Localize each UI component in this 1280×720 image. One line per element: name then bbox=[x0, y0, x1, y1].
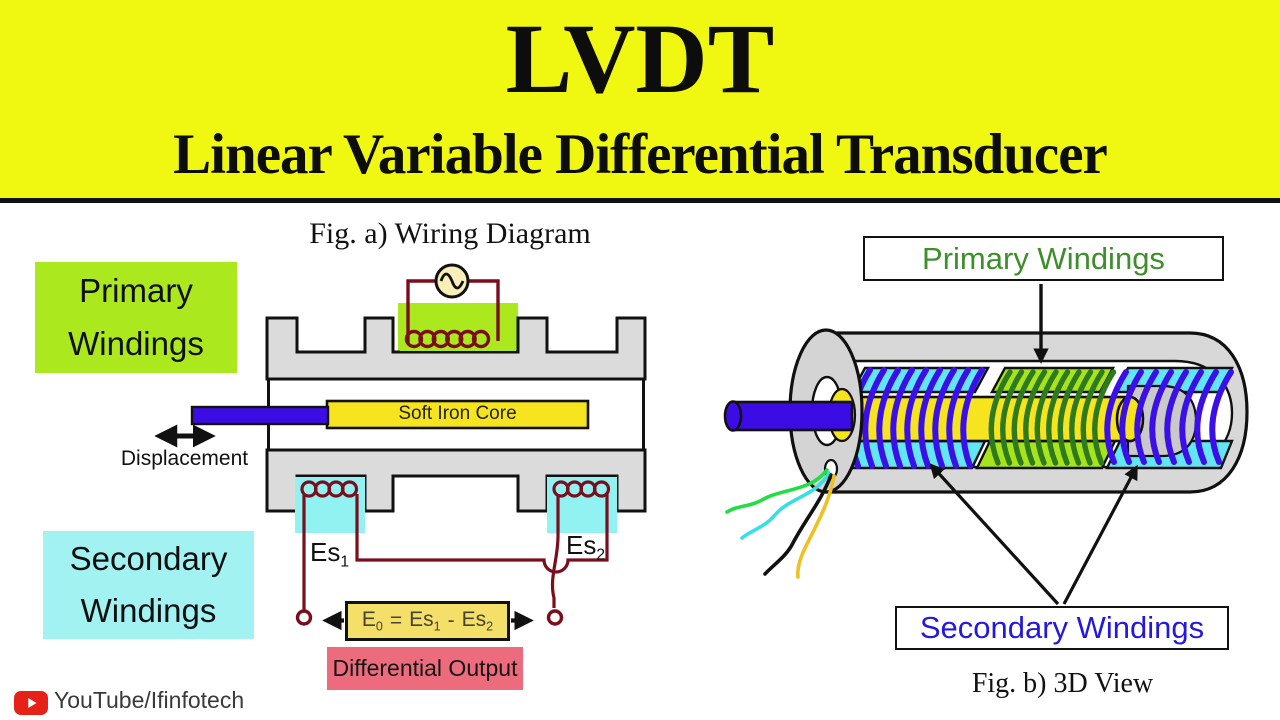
fig-a-caption: Fig. a) Wiring Diagram bbox=[309, 217, 591, 250]
secondary-winding-left-background bbox=[295, 477, 365, 533]
secondary-windings-label-box: Secondary Windings bbox=[43, 531, 254, 639]
title-banner bbox=[0, 0, 1280, 203]
secondary-pointer-arrow-left bbox=[929, 463, 1060, 606]
secondary-windings-callout-box: Secondary Windings bbox=[895, 606, 1229, 650]
output-formula-box: E0 = Es1 - Es2 bbox=[345, 601, 510, 641]
lead-wire-green bbox=[725, 468, 829, 514]
formula-equals: = bbox=[389, 609, 403, 632]
es1-base: Es bbox=[310, 537, 341, 567]
secondary-winding-right-background bbox=[547, 477, 617, 533]
formula-lhs-sub: 0 bbox=[375, 619, 383, 634]
page-title: LVDT bbox=[505, 3, 775, 114]
cylinder-body bbox=[824, 331, 1249, 494]
output-terminal-right bbox=[546, 609, 564, 626]
coil-arcs-secondary-left bbox=[848, 367, 985, 469]
secondary-windings-line2: Windings bbox=[80, 592, 217, 629]
push-rod-3d bbox=[723, 400, 854, 432]
inner-tube bbox=[1126, 384, 1198, 458]
differential-output-label-box: Differential Output bbox=[327, 647, 523, 690]
lead-wire-yellow bbox=[796, 474, 836, 579]
wire-exit-hole bbox=[823, 458, 839, 480]
formula-term1: Es1 bbox=[409, 608, 441, 633]
coil-arcs-secondary-right bbox=[1104, 369, 1234, 465]
primary-coil-circuit bbox=[404, 263, 500, 349]
secondary-coil-right bbox=[552, 480, 611, 498]
primary-windings-line2: Windings bbox=[68, 324, 204, 362]
formula-lhs-base: E bbox=[361, 608, 376, 632]
ac-source-icon bbox=[434, 263, 470, 299]
es1-label: Es1 bbox=[310, 537, 349, 571]
formula-term2: Es2 bbox=[462, 608, 494, 633]
push-rod bbox=[190, 405, 330, 426]
sine-wave-icon bbox=[439, 272, 465, 290]
cutaway-window bbox=[845, 359, 1234, 469]
formula-lhs: E0 bbox=[362, 608, 383, 633]
soft-iron-core-label: Soft Iron Core bbox=[398, 403, 517, 424]
view3d-graphic bbox=[723, 284, 1249, 606]
rod-hole bbox=[810, 375, 844, 447]
fig-b-caption: Fig. b) 3D View bbox=[971, 668, 1154, 699]
primary-windings-callout-box: Primary Windings bbox=[863, 236, 1224, 281]
es1-subscript: 1 bbox=[340, 553, 350, 571]
primary-winding-background bbox=[400, 305, 516, 351]
core-end-ring bbox=[827, 387, 857, 443]
secondary-pointer-arrow-right bbox=[1062, 464, 1138, 605]
es2-subscript: 2 bbox=[596, 546, 606, 564]
output-terminal-left bbox=[295, 609, 313, 626]
es2-base: Es bbox=[566, 530, 597, 560]
page-subtitle: Linear Variable Differential Transducer bbox=[173, 123, 1108, 186]
channel-name: YouTube/Ifinfotech bbox=[54, 687, 245, 713]
youtube-play-icon bbox=[14, 691, 48, 715]
primary-windings-line1: Primary bbox=[79, 272, 193, 310]
primary-winding-area bbox=[398, 303, 518, 352]
coil-arcs-primary bbox=[988, 369, 1117, 466]
es2-label: Es2 bbox=[566, 530, 605, 564]
formula-minus: - bbox=[447, 609, 455, 632]
end-cap bbox=[788, 328, 864, 494]
formula-term1-base: Es bbox=[409, 608, 434, 632]
displacement-label: Displacement bbox=[120, 447, 249, 470]
core-top-block bbox=[265, 303, 647, 381]
lead-wire-cyan bbox=[740, 471, 831, 540]
bobbin-panels bbox=[843, 366, 1234, 470]
formula-term2-sub: 2 bbox=[486, 619, 494, 634]
core-bottom-block bbox=[265, 448, 647, 533]
formula-term1-sub: 1 bbox=[433, 619, 441, 634]
formula-term2-base: Es bbox=[461, 608, 487, 632]
core-rod-3d bbox=[841, 395, 1145, 443]
lead-wire-black bbox=[763, 473, 833, 576]
primary-windings-label-box: Primary Windings bbox=[35, 262, 237, 373]
lead-wires bbox=[725, 468, 836, 579]
secondary-coil-left bbox=[300, 480, 359, 498]
secondary-windings-line1: Secondary bbox=[69, 539, 228, 577]
primary-coil bbox=[404, 329, 491, 349]
play-triangle-icon bbox=[28, 697, 37, 709]
